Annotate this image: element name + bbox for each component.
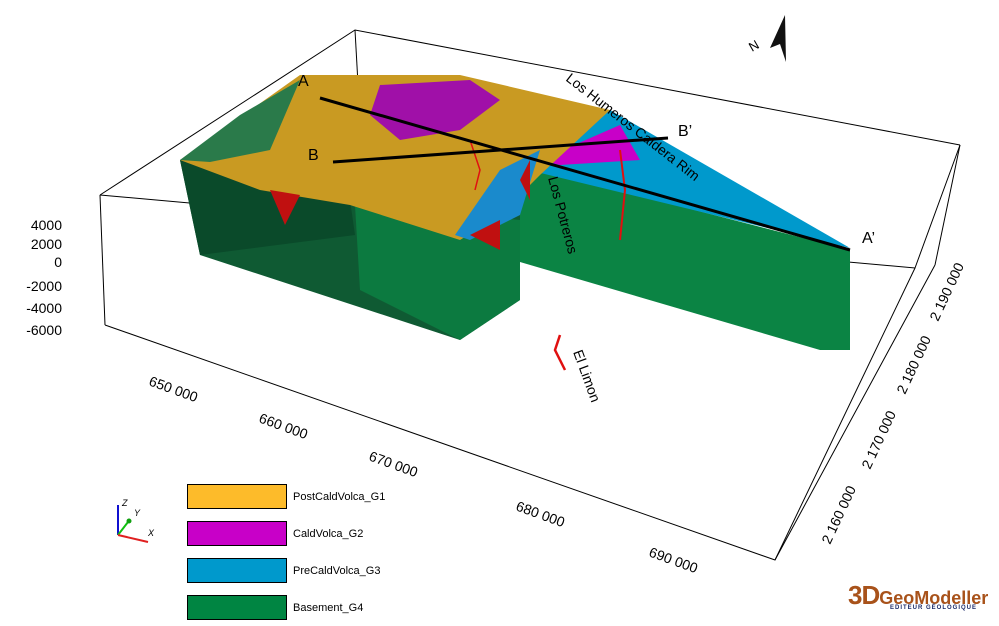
legend-label: PostCaldVolca_G1 [293, 490, 386, 503]
svg-text:-4000: -4000 [26, 300, 62, 316]
svg-text:2 180 000: 2 180 000 [893, 333, 934, 396]
section-b-b-prime [332, 136, 669, 164]
label-b: B [308, 147, 319, 164]
svg-text:680 000: 680 000 [514, 498, 567, 530]
legend-swatch [187, 558, 287, 583]
svg-text:4000: 4000 [31, 217, 62, 233]
legend-item: Basement_G4 [187, 589, 385, 626]
label-a: A [298, 73, 309, 90]
legend-swatch [187, 595, 287, 620]
legend: PostCaldVolca_G1 CaldVolca_G2 PreCaldVol… [187, 478, 385, 626]
legend-item: CaldVolca_G2 [187, 515, 385, 552]
label-a-prime: A’ [862, 230, 875, 247]
el-limon-fault [553, 334, 567, 371]
svg-text:650 000: 650 000 [147, 373, 200, 405]
svg-text:Z: Z [121, 498, 128, 508]
label-b-prime: B’ [678, 123, 692, 140]
svg-text:0: 0 [54, 254, 62, 270]
north-arrow-icon: N [746, 15, 786, 62]
svg-text:660 000: 660 000 [257, 410, 310, 442]
section-a-a-prime [319, 96, 851, 252]
legend-item: PreCaldVolca_G3 [187, 552, 385, 589]
svg-text:2 170 000: 2 170 000 [858, 408, 899, 471]
legend-label: Basement_G4 [293, 601, 364, 614]
legend-item: PostCaldVolca_G1 [187, 478, 385, 515]
section-lines [319, 96, 851, 252]
svg-text:-2000: -2000 [26, 278, 62, 294]
svg-text:N: N [746, 37, 762, 55]
legend-label: PreCaldVolca_G3 [293, 564, 381, 577]
svg-text:X: X [147, 528, 155, 538]
legend-swatch [187, 521, 287, 546]
svg-text:Y: Y [134, 508, 141, 518]
z-axis-ticks: 4000 2000 0 -2000 -4000 -6000 [26, 217, 62, 338]
legend-label: CaldVolca_G2 [293, 527, 364, 540]
svg-text:2000: 2000 [31, 236, 62, 252]
geomodeller-logo: 3DGeoModeller EDITEUR GÉOLOGIQUE [848, 580, 989, 611]
svg-text:670 000: 670 000 [367, 448, 420, 480]
svg-text:690 000: 690 000 [647, 544, 700, 576]
legend-swatch [187, 484, 287, 509]
axis-triad-icon: Z Y X [117, 498, 155, 543]
svg-text:2 160 000: 2 160 000 [818, 483, 859, 546]
el-limon-label: El Limon [570, 348, 604, 405]
svg-text:-6000: -6000 [26, 322, 62, 338]
